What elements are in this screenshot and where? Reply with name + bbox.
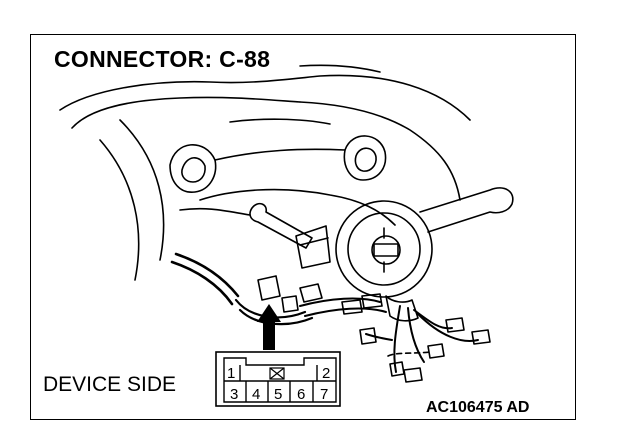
pin-2-label: 2 [322,365,330,382]
figure-code: AC106475 AD [426,399,530,416]
pin-5-label: 5 [274,386,282,403]
gauge-left [169,144,217,193]
connector-pinout: 1 2 3 4 5 6 7 [215,351,341,407]
empty-pin-x [269,367,285,380]
wire-harness-left [174,252,240,298]
connector-title: CONNECTOR: C-88 [54,46,271,72]
turn-signal-lever [419,187,514,233]
dashboard-outline [59,74,471,121]
pointer-arrow [257,304,281,350]
clock-spring [335,200,433,298]
gauge-right [343,135,387,181]
wiper-lever [249,202,313,249]
pin-6-label: 6 [297,386,305,403]
pin-4-label: 4 [252,386,260,403]
pin-1-label: 1 [227,365,235,382]
pin-7-label: 7 [320,386,328,403]
connector-c88 [257,275,281,301]
title-leader-line [299,64,381,73]
device-side-label: DEVICE SIDE [43,373,177,396]
pin-3-label: 3 [230,386,238,403]
